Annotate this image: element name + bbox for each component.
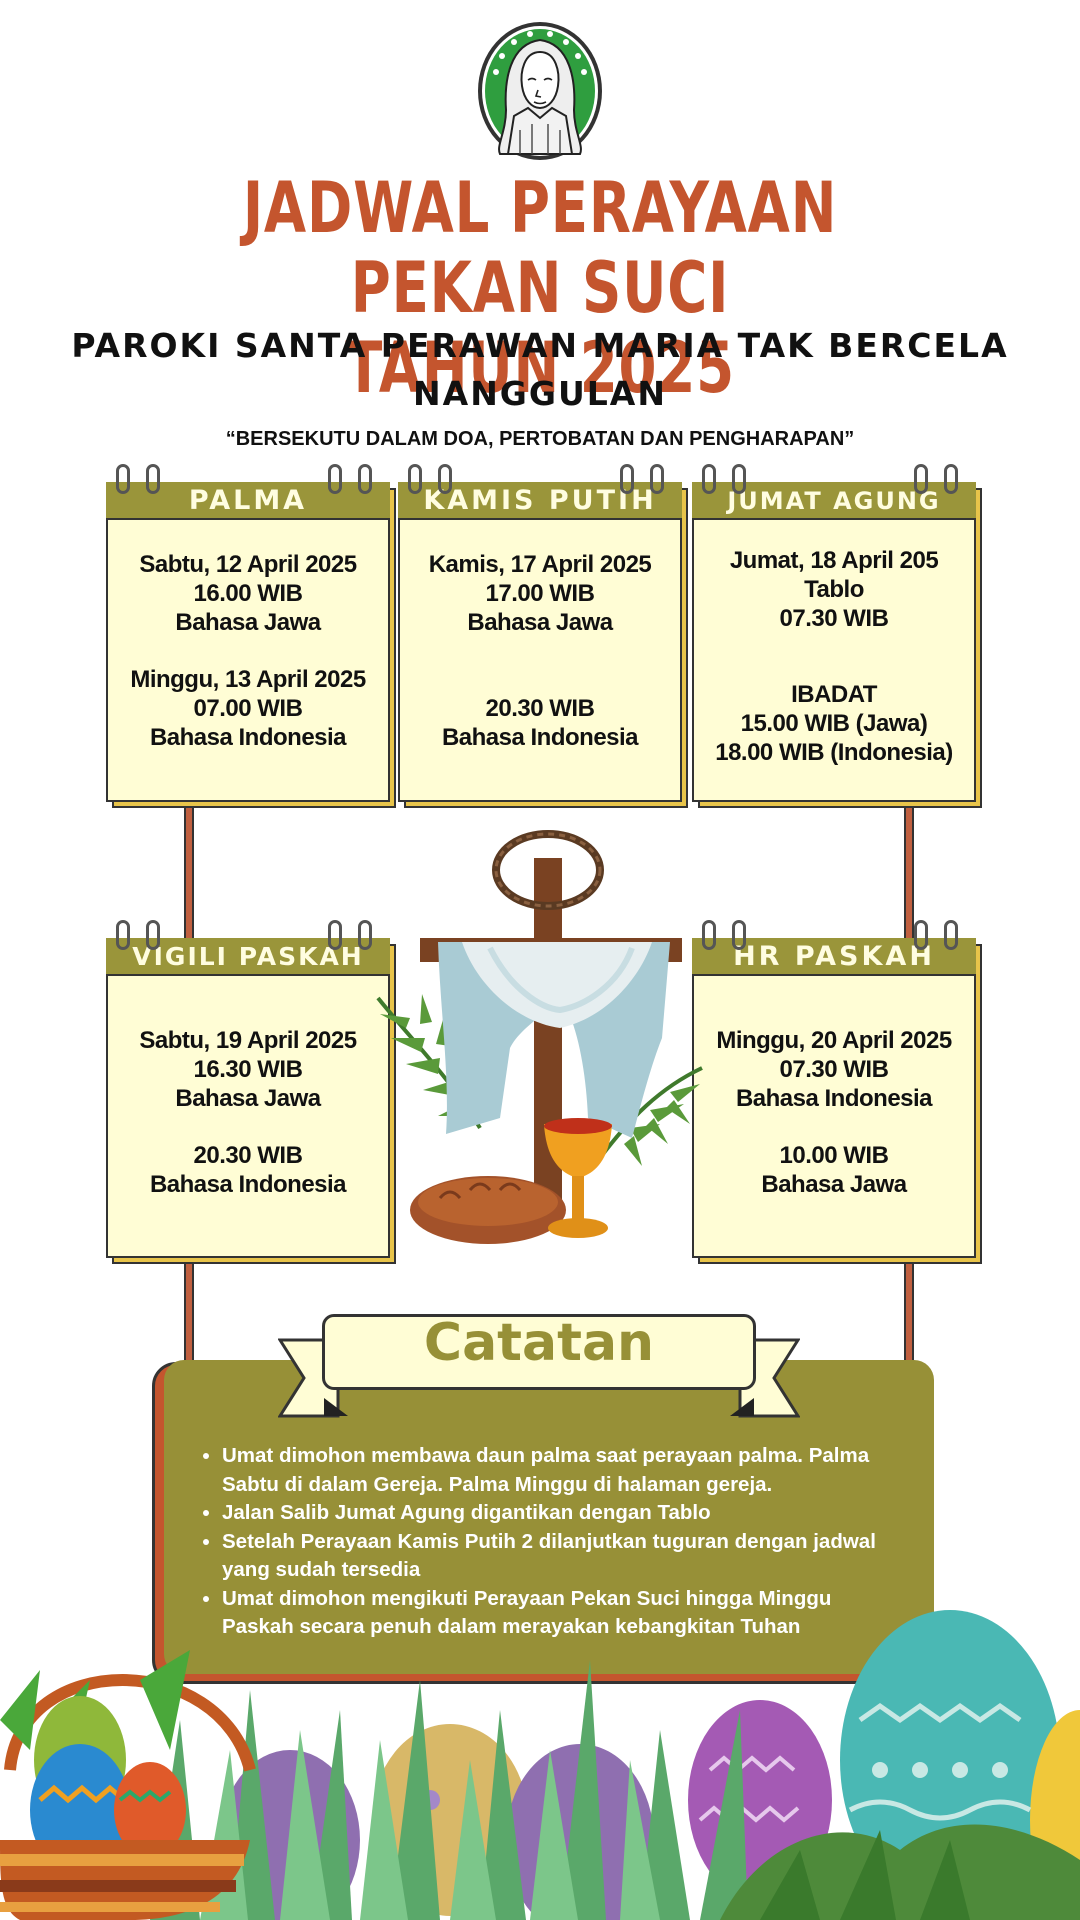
title-line-1: JADWAL PERAYAAN PEKAN SUCI	[242, 167, 838, 329]
parish-name: PAROKI SANTA PERAWAN MARIA TAK BERCELA N…	[60, 322, 1020, 418]
list-item: Jalan Salib Jumat Agung digantikan denga…	[222, 1499, 902, 1528]
hanging-rod-right-top	[904, 800, 914, 940]
card-vigili-paskah: VIGILI PASKAH Sabtu, 19 April 2025 16.30…	[106, 920, 396, 1264]
card-text-block-a: Sabtu, 19 April 2025 16.30 WIB Bahasa Ja…	[139, 1027, 357, 1112]
notes-title: Catatan	[423, 1313, 655, 1373]
card-palma: PALMA Sabtu, 12 April 2025 16.00 WIB Bah…	[106, 464, 396, 808]
page-title: JADWAL PERAYAAN PEKAN SUCI TAHUN 2025	[166, 168, 915, 408]
motto: “BERSEKUTU DALAM DOA, PERTOBATAN DAN PEN…	[225, 428, 855, 450]
card-text-block-b: 10.00 WIB Bahasa Jawa	[761, 1142, 907, 1198]
easter-eggs-basket-icon	[0, 1610, 1080, 1920]
card-jumat-agung: JUMAT AGUNG Jumat, 18 April 205 Tablo 07…	[692, 464, 982, 808]
cross-with-crown-of-thorns-icon	[376, 830, 703, 1244]
list-item: Setelah Perayaan Kamis Putih 2 dilanjutk…	[222, 1528, 902, 1585]
virgin-mary-logo-icon	[478, 22, 602, 160]
title-line-2: TAHUN 2025	[345, 327, 735, 409]
card-text-block-b: 20.30 WIB Bahasa Indonesia	[149, 1142, 347, 1198]
card-hr-paskah: HR PASKAH Minggu, 20 April 2025 07.30 WI…	[692, 920, 982, 1264]
card-text-block-b: IBADAT 15.00 WIB (Jawa) 18.00 WIB (Indon…	[715, 681, 953, 766]
card-text-block-b: Minggu, 13 April 2025 07.00 WIB Bahasa I…	[130, 666, 366, 751]
card-text-block-a: Jumat, 18 April 205 Tablo 07.30 WIB	[729, 547, 939, 632]
card-text-block-b: 20.30 WIB Bahasa Indonesia	[441, 695, 639, 751]
notes-list: Umat dimohon membawa daun palma saat per…	[222, 1442, 902, 1642]
subtitle-line-2: NANGGULAN	[413, 374, 667, 413]
card-title: KAMIS PUTIH	[398, 482, 682, 520]
notes-title-banner: Catatan	[322, 1314, 756, 1390]
card-text-block-a: Sabtu, 12 April 2025 16.00 WIB Bahasa Ja…	[139, 551, 357, 636]
subtitle-line-1: PAROKI SANTA PERAWAN MARIA TAK BERCELA	[71, 326, 1009, 365]
list-item: Umat dimohon mengikuti Perayaan Pekan Su…	[222, 1585, 902, 1642]
card-kamis-putih: KAMIS PUTIH Kamis, 17 April 2025 17.00 W…	[398, 464, 688, 808]
list-item: Umat dimohon membawa daun palma saat per…	[222, 1442, 902, 1499]
card-text-block-a: Kamis, 17 April 2025 17.00 WIB Bahasa Ja…	[428, 551, 652, 636]
hanging-rod-left-top	[184, 800, 194, 940]
card-text-block-a: Minggu, 20 April 2025 07.30 WIB Bahasa I…	[716, 1027, 952, 1112]
